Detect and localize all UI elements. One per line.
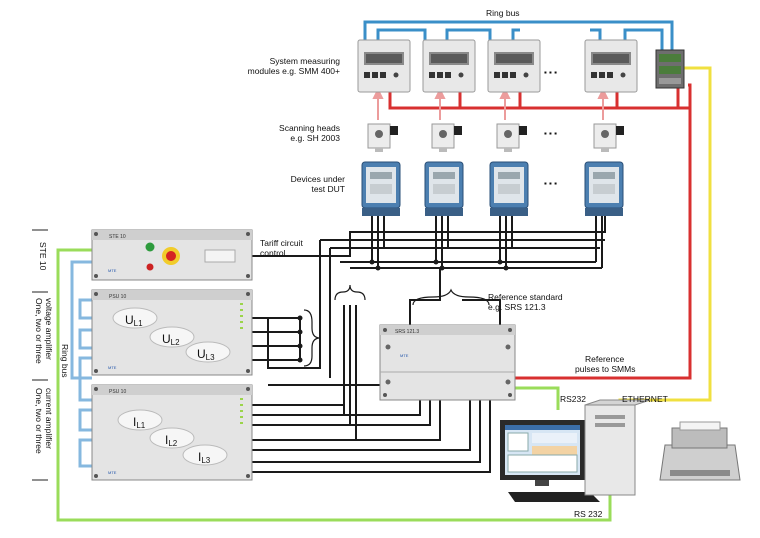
psu10-voltage-label: PSU 10 bbox=[109, 294, 126, 300]
network-switch bbox=[655, 49, 685, 89]
reference-standard-label-2: e.g. SRS 121.3 bbox=[488, 302, 546, 312]
current-side-label-1: One, two or three bbox=[34, 388, 44, 454]
dut-meter-1 bbox=[361, 161, 401, 216]
scanning-head-4 bbox=[593, 123, 624, 152]
braces bbox=[303, 284, 490, 367]
dut-meter-4 bbox=[584, 161, 624, 216]
smm-module-1 bbox=[357, 39, 411, 93]
srs-label: SRS 121.3 bbox=[395, 329, 419, 335]
side-dividers bbox=[32, 229, 48, 481]
ring-bus-top-label: Ring bus bbox=[486, 8, 520, 18]
rs232-upper-label: RS232 bbox=[560, 394, 586, 404]
diagram-labels: Ring bus System measuring modules e.g. S… bbox=[34, 8, 668, 519]
psu10-current-label: PSU 10 bbox=[109, 389, 126, 395]
printer bbox=[659, 421, 741, 481]
rs232-lower-label: RS 232 bbox=[574, 509, 603, 519]
dut-label-2: test DUT bbox=[311, 184, 345, 194]
dut-label-1: Devices under bbox=[291, 174, 346, 184]
phase-cables-left bbox=[70, 260, 92, 468]
ellipsis-duts: ▪ ▪ ▪ bbox=[544, 179, 557, 188]
reference-pulses-label-1: Reference bbox=[585, 354, 624, 364]
ellipsis-smm: ▪ ▪ ▪ bbox=[544, 68, 557, 77]
reference-standard-unit: SRS 121.3 MTE bbox=[379, 324, 516, 401]
smm-to-scanning-head-arrows bbox=[372, 87, 609, 120]
svg-text:MTE: MTE bbox=[108, 365, 117, 370]
dut-meter-2 bbox=[424, 161, 464, 216]
pc-workstation bbox=[500, 399, 651, 502]
black-cables bbox=[252, 216, 606, 473]
svg-text:IL2: IL2 bbox=[165, 433, 178, 448]
ellipsis-heads: ▪ ▪ ▪ bbox=[544, 129, 557, 138]
ste10-unit: STE 10 MTE bbox=[91, 229, 253, 281]
reference-pulses-label-2: pulses to SMMs bbox=[575, 364, 635, 374]
scanning-head-2 bbox=[431, 123, 462, 152]
svg-text:UL2: UL2 bbox=[162, 332, 180, 347]
smm-module-4 bbox=[584, 39, 638, 93]
current-side-label-2: current amplifier bbox=[44, 388, 54, 449]
smm-module-2 bbox=[422, 39, 476, 93]
ste10-label: STE 10 bbox=[109, 234, 126, 240]
ring-bus-side-label: Ring bus bbox=[60, 344, 70, 378]
svg-text:IL1: IL1 bbox=[133, 415, 146, 430]
cable-junction-dots bbox=[297, 259, 509, 363]
scanning-head-3 bbox=[496, 123, 527, 152]
ethernet-line bbox=[618, 66, 712, 412]
voltage-side-label-1: One, two or three bbox=[34, 298, 44, 364]
smm-label-2: modules e.g. SMM 400+ bbox=[248, 66, 340, 76]
svg-text:MTE: MTE bbox=[108, 268, 117, 273]
svg-text:UL3: UL3 bbox=[197, 347, 215, 362]
psu10-current-unit: PSU 10 IL1 IL2 IL3 MTE bbox=[91, 384, 253, 481]
ethernet-label: ETHERNET bbox=[622, 394, 668, 404]
scanning-heads-label-2: e.g. SH 2003 bbox=[290, 133, 340, 143]
rs232-lines bbox=[56, 248, 612, 522]
svg-text:MTE: MTE bbox=[400, 353, 409, 358]
svg-text:UL1: UL1 bbox=[125, 313, 143, 328]
reference-standard-label-1: Reference standard bbox=[488, 292, 563, 302]
dut-meter-3 bbox=[489, 161, 529, 216]
tariff-label-2: control bbox=[260, 248, 286, 258]
svg-text:MTE: MTE bbox=[108, 470, 117, 475]
scanning-heads-label-1: Scanning heads bbox=[279, 123, 340, 133]
ring-bus-lines bbox=[363, 20, 674, 50]
smm-module-3 bbox=[487, 39, 541, 93]
ste10-side-label: STE 10 bbox=[38, 242, 48, 271]
scanning-head-1 bbox=[367, 123, 398, 152]
svg-text:IL3: IL3 bbox=[198, 450, 211, 465]
tariff-label-1: Tariff circuit bbox=[260, 238, 303, 248]
smm-label-1: System measuring bbox=[270, 56, 341, 66]
voltage-side-label-2: voltage amplifier bbox=[44, 298, 54, 360]
psu10-voltage-unit: PSU 10 UL1 UL2 UL3 MTE bbox=[91, 289, 253, 376]
